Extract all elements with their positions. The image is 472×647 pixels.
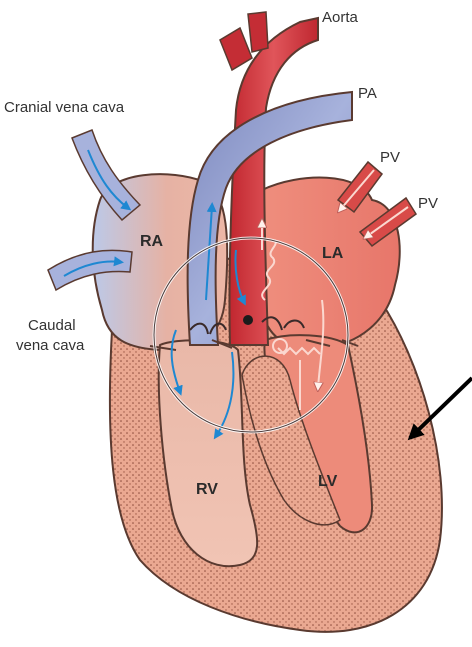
lv-swirl-ring — [272, 338, 288, 354]
label-caudal-line1: Caudal — [28, 317, 76, 334]
aorta-branch-small — [247, 11, 269, 53]
caudal-flow-arrow — [63, 256, 124, 277]
caudal-vena-cava — [47, 249, 133, 292]
av-valve-left — [305, 339, 359, 347]
label-pv-lower: PV — [418, 195, 438, 212]
label-la: LA — [322, 245, 344, 262]
focus-circle-outline — [153, 237, 349, 433]
label-ra: RA — [140, 233, 164, 250]
aortic-swirl — [261, 239, 277, 301]
pv-flow-arrow-lower — [366, 206, 409, 237]
pointer-arrow — [407, 376, 472, 441]
label-cranial-vena-cava: Cranial vena cava — [4, 99, 125, 116]
cranial-flow-arrow — [87, 149, 132, 211]
aorta-trunk — [228, 16, 319, 346]
lv-zigzag-flow — [277, 346, 321, 410]
label-caudal-line2: vena cava — [16, 337, 85, 354]
ra-septal-arrow — [234, 249, 246, 306]
label-pv-upper: PV — [380, 149, 400, 166]
ductus-dot — [243, 315, 253, 325]
pv-flow-arrow-upper — [340, 169, 375, 210]
aortic-valve — [261, 316, 305, 331]
ra-to-rv-arrow — [170, 329, 183, 396]
label-rv: RV — [196, 481, 218, 498]
pulmonary-valve — [189, 322, 227, 335]
label-pa: PA — [358, 85, 377, 102]
label-aorta: Aorta — [322, 9, 359, 26]
aorta-branch — [219, 26, 253, 72]
la-to-lv-arrow — [318, 299, 325, 388]
pulmonary-artery — [186, 90, 353, 346]
interventricular-septum — [241, 355, 341, 526]
rv-to-pa-arrow — [205, 202, 217, 301]
label-lv: LV — [318, 473, 338, 490]
